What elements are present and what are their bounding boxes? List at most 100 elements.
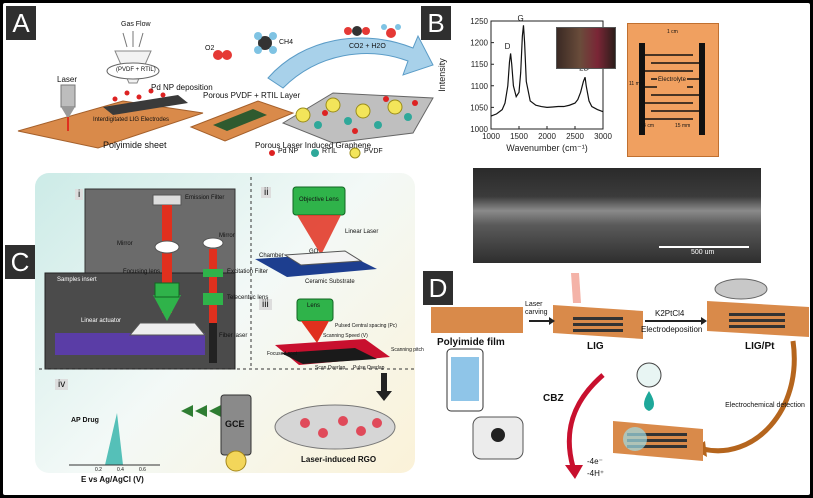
smartphone-screen <box>451 357 479 401</box>
h2o-molecule <box>381 24 401 38</box>
laser-column <box>162 205 172 313</box>
laser-label: Laser <box>57 75 78 84</box>
figure-canvas: A <box>3 3 810 495</box>
ap-drug-label: AP Drug <box>71 417 99 424</box>
lig-label: LIG <box>587 341 604 352</box>
cbz-label: CBZ <box>543 393 564 404</box>
scan-pitch-label: Scanning pitch <box>391 347 424 353</box>
legend-rtil-dot <box>311 149 319 157</box>
oxidation-arrow-head <box>565 465 583 479</box>
green-chevrons <box>181 405 221 417</box>
rgo-particles <box>300 416 382 438</box>
potentiostat-dial <box>491 428 505 442</box>
fiber-laser-label: Fiber laser <box>219 333 248 339</box>
graphene-particles <box>295 96 418 134</box>
tick-04: 0.4 <box>117 467 124 473</box>
y-tick-label: 1050 <box>470 103 488 112</box>
minus-h-label: -4H⁺ <box>587 469 605 478</box>
fiber-laser <box>209 323 217 363</box>
peak-label: G <box>517 14 523 23</box>
legend-pvdf: PVDF <box>364 148 383 155</box>
laser-cone <box>571 273 581 303</box>
pvdf-coated-electrodes <box>213 109 267 131</box>
gas-flow-label: Gas Flow <box>121 21 151 28</box>
legend-pd-dot <box>269 150 275 156</box>
dropper-icon <box>644 391 654 411</box>
emission-filter-label: Emission Filter <box>185 195 225 201</box>
co2-molecule <box>344 26 370 36</box>
panel-c-illustration <box>39 177 415 472</box>
panel-d-illustration <box>431 273 809 479</box>
peak-label: D <box>505 42 511 51</box>
focusing-cone <box>153 295 181 321</box>
samples-insert-label: Samples insert <box>57 277 97 283</box>
focusing-lens-label: Focusing lens <box>123 269 161 275</box>
sub-label-ii: ii <box>261 187 272 198</box>
polyimide-film <box>431 307 523 333</box>
inset-photo <box>556 27 616 69</box>
electrode-bar-left <box>639 43 645 135</box>
electrode-pattern <box>639 43 705 135</box>
sem-image <box>473 168 761 263</box>
reagent-label: K2PtCl4 <box>655 309 685 318</box>
spectrum-line <box>490 25 604 117</box>
panel-a: A <box>3 3 453 171</box>
mixture-label: (PVDF + RTIL) <box>116 67 156 73</box>
mirror-left <box>154 240 180 254</box>
sub-label-i: i <box>75 189 84 200</box>
oxidation-arrow <box>566 373 605 468</box>
pulsed-spacing-label: Pulsed Central spacing (Pc) <box>335 323 397 329</box>
sem-scale-bar <box>659 246 749 248</box>
x-tick-label: 1500 <box>510 132 528 141</box>
legend-pd: Pd NP <box>278 148 299 155</box>
mirror-right-label: Mirror <box>219 233 235 239</box>
products-label: CO2 + H2O <box>349 43 386 50</box>
legend-rtil: RTIL <box>322 148 338 155</box>
chamber-label: Chamber <box>259 253 284 259</box>
y-tick-label: 1100 <box>471 82 489 91</box>
lig-film <box>553 305 643 339</box>
ch4-label: CH4 <box>279 39 294 46</box>
ceramic-substrate-label: Ceramic Substrate <box>305 279 355 285</box>
electrodeposition-label: Electrodeposition <box>641 325 703 334</box>
ligpt-electrodes <box>729 313 785 328</box>
y-tick-label: 1000 <box>470 125 488 134</box>
x-tick-label: 3000 <box>594 132 612 141</box>
panel-d-label: D <box>423 271 453 305</box>
voltammogram <box>75 413 155 465</box>
gce-label: GCE <box>225 419 245 429</box>
telecentric-lens <box>203 293 223 305</box>
scan-track <box>281 348 377 364</box>
tick-02: 0.2 <box>95 467 102 473</box>
minus-e-label: -4e⁻ <box>587 457 603 466</box>
laser-carving-label: Laser carving <box>525 301 548 316</box>
arrow-laser-carving-head <box>549 317 555 325</box>
panel-a-label: A <box>6 6 36 40</box>
polyimide-sheet-label: Polyimide sheet <box>103 140 167 150</box>
emission-filter <box>152 194 182 206</box>
x-axis-label: Wavenumber (cm⁻¹) <box>506 143 587 153</box>
green-lens <box>154 282 180 298</box>
sample-stage <box>128 322 207 336</box>
panel-a-illustration <box>17 24 434 159</box>
mixture-ellipse <box>106 62 160 80</box>
mirror-right <box>202 237 224 249</box>
iii-beam <box>301 321 329 343</box>
dim-11mm: 11 mm <box>629 81 644 87</box>
excitation-filter-label: Excitation Filter <box>227 269 269 275</box>
sensor-droplet <box>623 427 647 451</box>
electrolyte-label: Electrolyte <box>658 77 687 83</box>
objective-lens-label: Objective Lens <box>299 197 339 203</box>
o2-label: O2 <box>205 45 215 52</box>
arrow-electrodeposition-head <box>701 317 707 325</box>
linear-laser-label: Linear Laser <box>345 229 379 235</box>
go-label: GO <box>309 249 319 255</box>
iii-lens-label: Lens <box>307 303 321 309</box>
pd-droplets <box>112 88 166 102</box>
polyimide-sheet <box>17 100 204 149</box>
polyimide-film-label: Polyimide film <box>437 337 505 348</box>
tick-06: 0.6 <box>139 467 146 473</box>
lig-electrodes <box>573 317 623 332</box>
